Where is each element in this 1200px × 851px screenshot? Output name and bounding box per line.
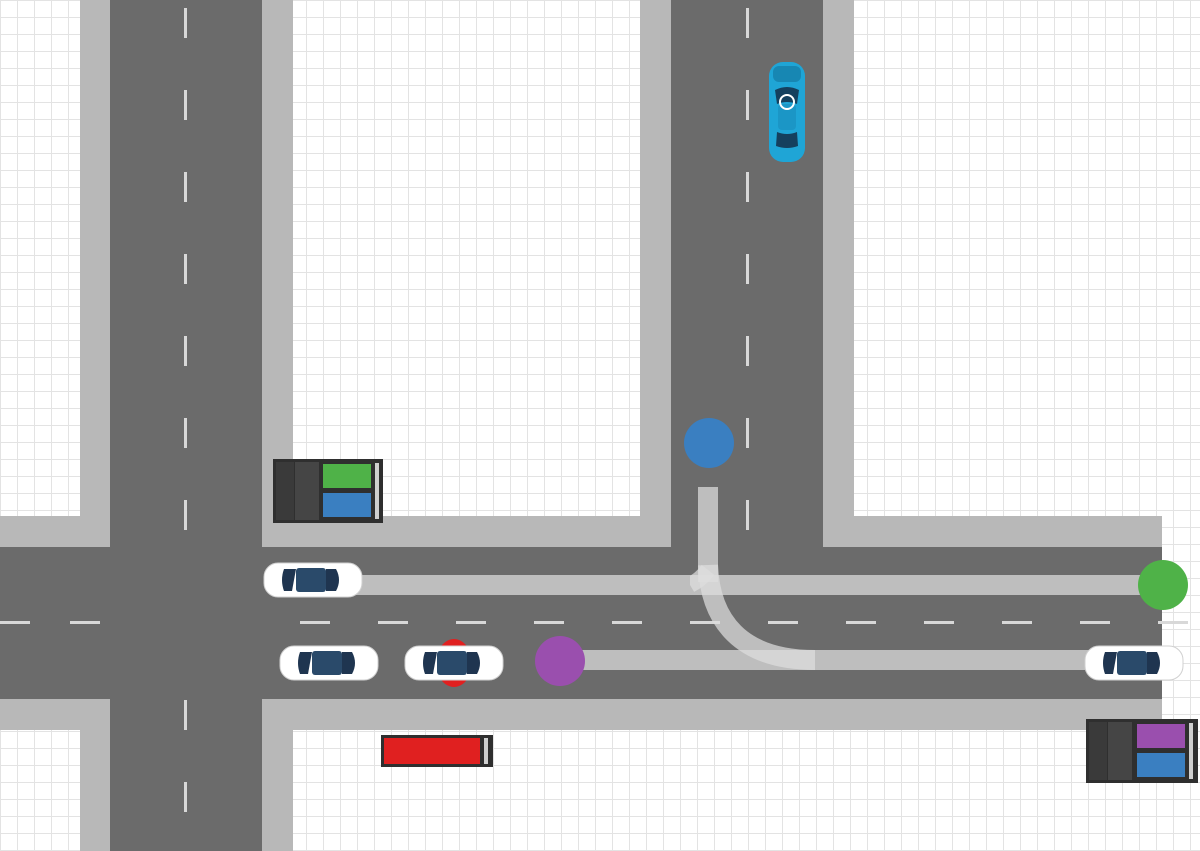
lane-dash bbox=[184, 172, 187, 202]
white-sedan-icon[interactable] bbox=[278, 644, 380, 682]
lane-dash bbox=[1080, 621, 1110, 624]
cargo-truck-icon[interactable] bbox=[273, 459, 383, 523]
lane-dash bbox=[184, 336, 187, 366]
blue-circle-marker[interactable] bbox=[684, 418, 734, 468]
lane-dash bbox=[184, 254, 187, 284]
lane-dash bbox=[184, 700, 187, 730]
lane-dash bbox=[184, 782, 187, 812]
route-curve-shape bbox=[698, 564, 816, 670]
route-curve-merge bbox=[690, 564, 715, 592]
lane-dash bbox=[746, 172, 749, 202]
lane-dash bbox=[378, 621, 408, 624]
white-sedan-icon[interactable] bbox=[403, 638, 505, 688]
route-path-blue-marker bbox=[698, 487, 718, 582]
lane-dash bbox=[184, 500, 187, 530]
lane-dash bbox=[924, 621, 954, 624]
red-truck-icon[interactable] bbox=[381, 735, 493, 767]
lane-dash bbox=[184, 418, 187, 448]
lane-dash bbox=[1158, 621, 1188, 624]
white-sedan-icon[interactable] bbox=[1083, 644, 1185, 682]
route-path-purple-marker bbox=[580, 650, 1100, 670]
road-horizontal bbox=[0, 547, 1162, 699]
purple-circle-marker[interactable] bbox=[535, 636, 585, 686]
lane-dash bbox=[184, 8, 187, 38]
lane-dash bbox=[184, 90, 187, 120]
green-circle-marker[interactable] bbox=[1138, 560, 1188, 610]
white-sedan-icon[interactable] bbox=[262, 561, 364, 599]
lane-dash bbox=[534, 621, 564, 624]
cyan-sedan-icon[interactable] bbox=[767, 60, 807, 164]
lane-dash bbox=[768, 621, 798, 624]
lane-dash bbox=[846, 621, 876, 624]
lane-dash bbox=[746, 8, 749, 38]
cargo-truck-icon[interactable] bbox=[1086, 719, 1198, 783]
lane-dash bbox=[746, 254, 749, 284]
lane-dash bbox=[746, 336, 749, 366]
lane-dash bbox=[746, 500, 749, 530]
lane-dash bbox=[456, 621, 486, 624]
lane-dash bbox=[300, 621, 330, 624]
lane-dash bbox=[746, 418, 749, 448]
lane-dash bbox=[746, 90, 749, 120]
route-path-white-car-1 bbox=[340, 575, 1140, 595]
lane-dash bbox=[70, 621, 100, 624]
lane-dash bbox=[0, 621, 30, 624]
lane-dash bbox=[1002, 621, 1032, 624]
lane-dash bbox=[690, 621, 720, 624]
lane-dash bbox=[612, 621, 642, 624]
